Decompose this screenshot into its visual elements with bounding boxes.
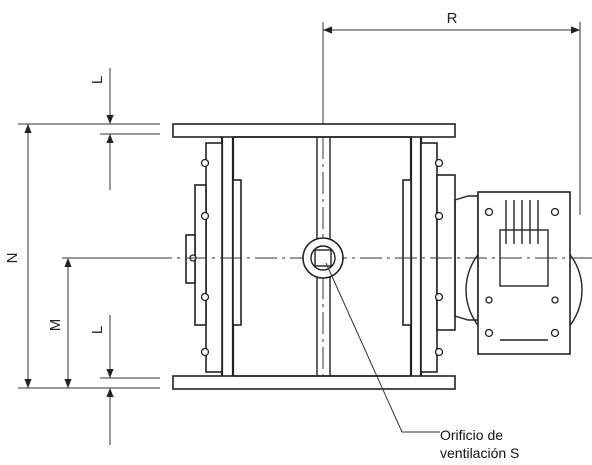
vent-hole <box>302 237 344 279</box>
vent-leader-line <box>325 262 440 433</box>
vent-callout-line2: ventilación S <box>440 445 519 461</box>
top-flange <box>172 123 456 138</box>
dimension-m: M <box>47 257 160 388</box>
dimension-m-label: M <box>47 319 64 332</box>
vent-callout: Orificio de ventilación S <box>440 427 519 461</box>
dimension-l-bottom-label: L <box>89 326 106 334</box>
dimension-n-label: N <box>4 253 21 264</box>
motor-coil <box>505 200 539 244</box>
drive-motor <box>454 191 583 355</box>
dimension-l-bottom: L <box>89 315 160 445</box>
dimension-n: N <box>4 123 160 389</box>
dimension-l-top-label: L <box>89 76 106 84</box>
dimension-r-label: R <box>447 10 458 27</box>
bottom-flange <box>172 375 456 390</box>
vent-callout-line1: Orificio de <box>440 427 503 443</box>
dimension-l-top: L <box>89 68 160 190</box>
